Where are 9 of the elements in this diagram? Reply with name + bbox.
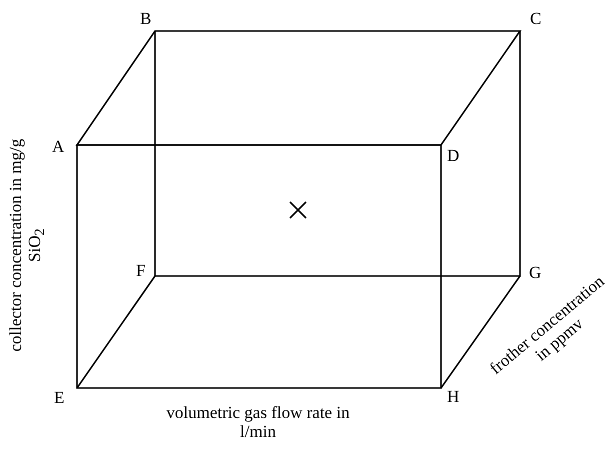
- corner-letter: D: [447, 146, 460, 165]
- corner-letter: F: [136, 261, 146, 280]
- corner-letter: A: [52, 137, 64, 156]
- corner-letter: H: [447, 387, 460, 406]
- corner-letter: C: [530, 9, 542, 28]
- axis-title: volumetric gas flow rate in l/min: [165, 403, 351, 441]
- corner-letter: B: [140, 9, 152, 28]
- corner-letter: E: [54, 388, 64, 407]
- corner-letter: G: [529, 263, 542, 282]
